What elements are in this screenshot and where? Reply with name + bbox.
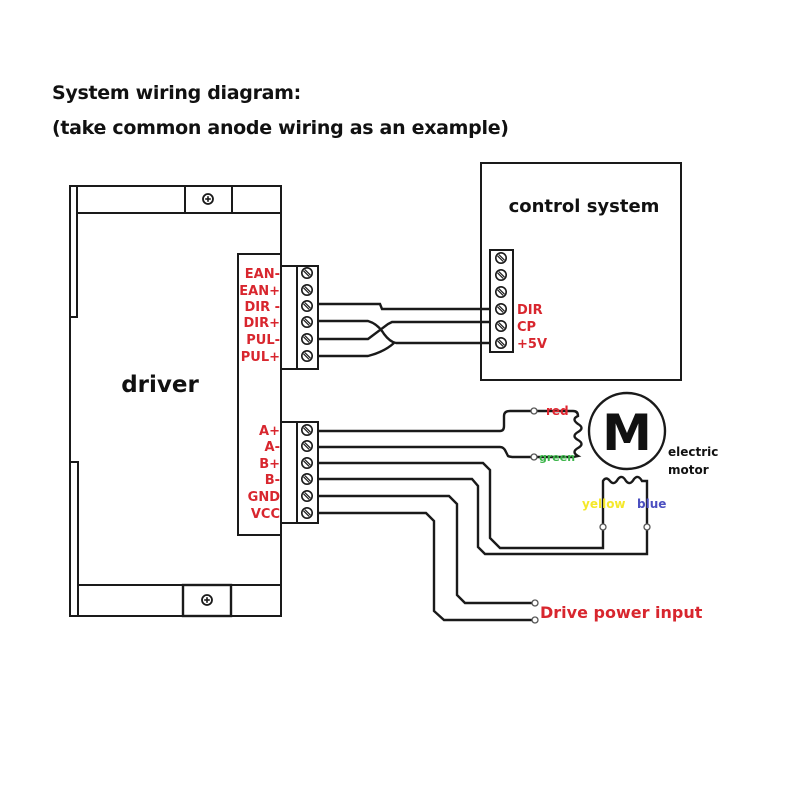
signal-terminal-strip — [280, 265, 298, 370]
terminal-screw-icon — [300, 439, 314, 453]
drive-power-input-label: Drive power input — [540, 603, 703, 622]
terminal-label: DIR - — [244, 300, 280, 315]
signal-wires — [318, 302, 490, 358]
wire-color-yellow: yellow — [582, 497, 626, 511]
power-terminal-strip — [280, 421, 298, 524]
wire-node — [531, 616, 539, 624]
wire-pul-minus-to-cp — [318, 320, 490, 341]
coil-ab — [536, 409, 583, 459]
terminal-screw-icon — [300, 349, 314, 363]
terminal-label: EAN- — [245, 267, 280, 282]
terminal-label: EAN+ — [239, 284, 280, 299]
terminal-label: A- — [265, 440, 280, 455]
diagram-subtitle: (take common anode wiring as an example) — [52, 117, 509, 139]
driver-top-strip — [76, 185, 282, 214]
terminal-label: PUL+ — [241, 350, 280, 365]
terminal-screw-icon — [494, 302, 508, 316]
terminal-label: A+ — [259, 424, 280, 439]
wire-dir-minus-to-dir — [318, 302, 490, 311]
terminal-screw-icon — [494, 319, 508, 333]
motor-symbol: M — [602, 404, 652, 462]
control-system-box — [480, 162, 682, 381]
terminal-screw-icon — [300, 489, 314, 503]
terminal-label: B+ — [259, 457, 280, 472]
terminal-label: B- — [265, 473, 280, 488]
driver-label: driver — [121, 372, 199, 398]
wire-node — [643, 523, 651, 531]
terminal-label: PUL- — [246, 333, 280, 348]
wire-dir-plus-to-5v — [318, 319, 490, 345]
control-system-unit: control system DIR CP +5V — [480, 162, 682, 381]
wire-color-blue: blue — [637, 497, 666, 511]
wire-node — [531, 599, 539, 607]
mount-screw-icon — [202, 193, 214, 205]
wire-node — [530, 453, 538, 461]
terminal-label: GND — [248, 490, 281, 505]
terminal-screw-icon — [300, 456, 314, 470]
terminal-screw-icon — [300, 299, 314, 313]
terminal-screw-icon — [494, 252, 508, 265]
terminal-screw-icon — [300, 332, 314, 346]
control-system-label: control system — [509, 196, 660, 217]
wire-node — [530, 407, 538, 415]
motor-label-line2: motor — [668, 463, 709, 477]
terminal-screw-icon — [494, 268, 508, 282]
driver-bottom-strip — [77, 584, 282, 617]
wire-vcc — [318, 511, 533, 622]
diagram-title: System wiring diagram: — [52, 82, 301, 104]
motor-label-line1: electric — [668, 445, 718, 459]
mount-screw-icon — [201, 594, 213, 606]
coil-cd — [601, 475, 649, 527]
wire-b-plus — [318, 461, 605, 550]
wire-a-minus — [318, 445, 532, 459]
wire-b-minus — [318, 477, 649, 556]
terminal-label: DIR — [517, 303, 543, 318]
terminal-screw-icon — [300, 283, 314, 297]
wire-gnd — [318, 494, 533, 605]
motor-wires — [318, 407, 651, 624]
driver-terminal-panel — [237, 253, 282, 536]
terminal-screw-icon — [300, 266, 314, 280]
motor: M electric motor red green yellow blue — [539, 391, 718, 511]
motor-icon — [587, 391, 667, 471]
control-terminal-block — [489, 249, 514, 353]
wire-color-green: green — [539, 451, 575, 464]
wire-a-plus — [318, 409, 532, 433]
terminal-screw-icon — [300, 315, 314, 329]
terminal-label: +5V — [517, 337, 547, 352]
wire-pul-plus-to-5v — [318, 342, 395, 358]
driver-left-rail-bottom — [69, 461, 79, 617]
terminal-screw-icon — [494, 285, 508, 299]
terminal-label: DIR+ — [243, 316, 280, 331]
wire-node — [599, 523, 607, 531]
terminal-screw-icon — [494, 336, 508, 350]
terminal-label: VCC — [251, 507, 280, 522]
terminal-label: CP — [517, 320, 536, 335]
terminal-screw-icon — [300, 423, 314, 437]
terminal-screw-icon — [300, 472, 314, 486]
wire-color-red: red — [546, 404, 569, 418]
driver-unit: driver EAN- EAN+DIR -DIR+ PUL- PUL+ A+A- B+B… — [69, 185, 319, 618]
terminal-screw-icon — [300, 506, 314, 520]
driver-left-rail-top — [69, 185, 78, 318]
